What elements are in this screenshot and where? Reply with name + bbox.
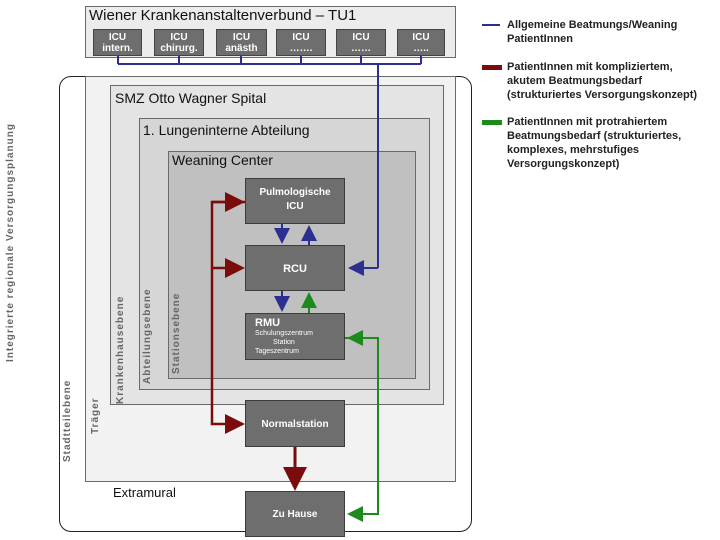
legend-blue-line2: PatientInnen — [507, 33, 574, 45]
icu-label: ICU — [232, 32, 251, 43]
pulmo-line1: Pulmologische — [259, 187, 331, 198]
rcu-label: RCU — [283, 263, 307, 275]
department-title: 1. Lungeninterne Abteilung — [143, 122, 310, 138]
icu-sub: …… — [351, 43, 371, 54]
rcu-node: RCU — [245, 245, 345, 291]
icu-label: ICU — [170, 32, 188, 43]
legend-green-line1: PatientInnen mit protrahiertem — [507, 116, 668, 128]
kav-title: Wiener Krankenanstaltenverbund – TU1 — [89, 7, 357, 24]
icu-6: ICU ….. — [397, 29, 445, 56]
normalstation-node: Normalstation — [245, 400, 345, 447]
icu-intern: ICU intern. — [93, 29, 142, 56]
icu-label: ICU — [412, 32, 430, 43]
icu-5: ICU …… — [336, 29, 386, 56]
legend-green-swatch — [482, 120, 502, 125]
pulmo-line2: ICU — [286, 201, 304, 212]
icu-sub: chirurg. — [160, 43, 198, 54]
icu-sub: ….. — [413, 43, 429, 54]
icu-sub: intern. — [102, 43, 133, 54]
legend-green-text: PatientInnen mit protrahiertem Beatmungs… — [507, 115, 681, 171]
legend-blue-line1: Allgemeine Beatmungs/Weaning — [507, 19, 678, 31]
icu-label: ICU — [352, 32, 370, 43]
normalstation-label: Normalstation — [261, 419, 329, 430]
legend-red-line3: (strukturiertes Versorgungskonzept) — [507, 89, 698, 101]
legend-green-line3: komplexes, mehrstufiges — [507, 144, 640, 156]
legend-green-line2: Beatmungsbedarf (strukturiertes, — [507, 130, 682, 142]
rmu-sub1: Schulungszentrum — [255, 330, 313, 337]
zuhause-label: Zu Hause — [272, 509, 318, 520]
icu-sub: anästh — [225, 43, 258, 54]
legend-red-line2: akutem Beatmungsbedarf — [507, 75, 643, 87]
icu-anaesth: ICU anästh — [216, 29, 267, 56]
weaning-center-title: Weaning Center — [172, 152, 273, 168]
kav-box — [85, 6, 456, 58]
zuhause-node: Zu Hause — [245, 491, 345, 537]
rmu-node: RMU Schulungszentrum Station Tageszentru… — [245, 313, 345, 360]
legend-red-text: PatientInnen mit kompliziertem, akutem B… — [507, 60, 697, 102]
pulmologische-icu-node: Pulmologische ICU — [245, 178, 345, 224]
extramural-label: Extramural — [113, 485, 176, 500]
rmu-sub3: Tageszentrum — [255, 348, 299, 355]
icu-bus — [117, 56, 422, 268]
icu-label: ICU — [292, 32, 310, 43]
smz-title: SMZ Otto Wagner Spital — [115, 90, 267, 106]
icu-label: ICU — [108, 32, 127, 43]
legend-blue-text: Allgemeine Beatmungs/Weaning PatientInne… — [507, 18, 677, 46]
legend-green-line4: Versorgungskonzept) — [507, 158, 620, 170]
legend-blue-swatch — [482, 24, 500, 26]
legend-red-swatch — [482, 65, 502, 70]
green-line-rmu-home — [345, 337, 379, 522]
icu-4: ICU ……. — [276, 29, 326, 56]
icu-chirurg: ICU chirurg. — [154, 29, 204, 56]
red-line-pulmo-normal — [210, 200, 245, 434]
rmu-sub2: Station — [273, 339, 295, 346]
legend-red-line1: PatientInnen mit kompliziertem, — [507, 61, 673, 73]
icu-sub: ……. — [289, 43, 313, 54]
rmu-label: RMU — [255, 317, 281, 329]
